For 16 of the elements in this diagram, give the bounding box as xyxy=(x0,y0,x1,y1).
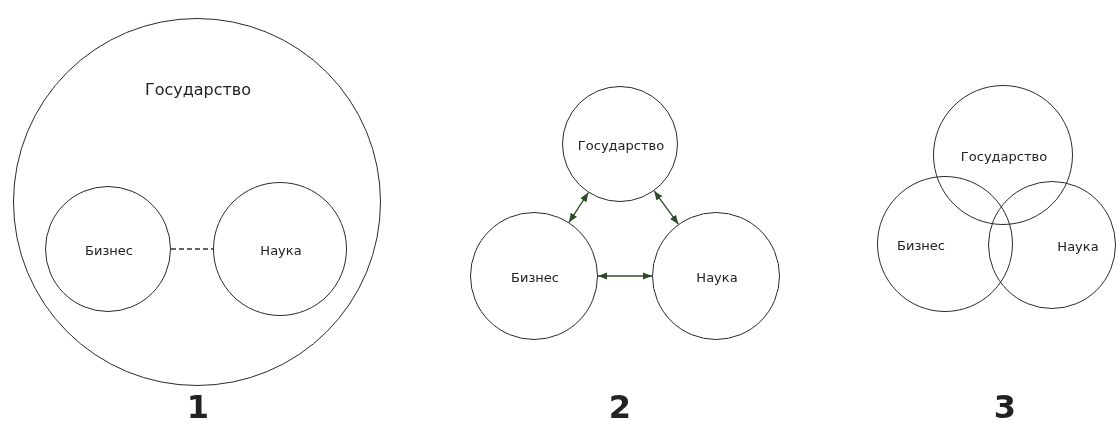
node-label: Государство xyxy=(960,148,1048,164)
node-label: Государство xyxy=(144,79,252,99)
node-label: Наука xyxy=(260,242,302,258)
node-label: Бизнес xyxy=(897,237,945,253)
connector-line xyxy=(170,248,214,250)
node-label: Наука xyxy=(696,269,738,285)
arrow xyxy=(568,191,589,224)
node-label: Наука xyxy=(1057,238,1099,254)
node-label: Государство xyxy=(577,137,665,153)
arrow xyxy=(597,272,653,280)
node-label: Бизнес xyxy=(511,269,559,285)
panel-number: 1 xyxy=(186,388,210,426)
node-label: Бизнес xyxy=(85,242,133,258)
arrow xyxy=(653,190,679,225)
panel-number: 3 xyxy=(993,388,1017,426)
panel-number: 2 xyxy=(608,388,632,426)
